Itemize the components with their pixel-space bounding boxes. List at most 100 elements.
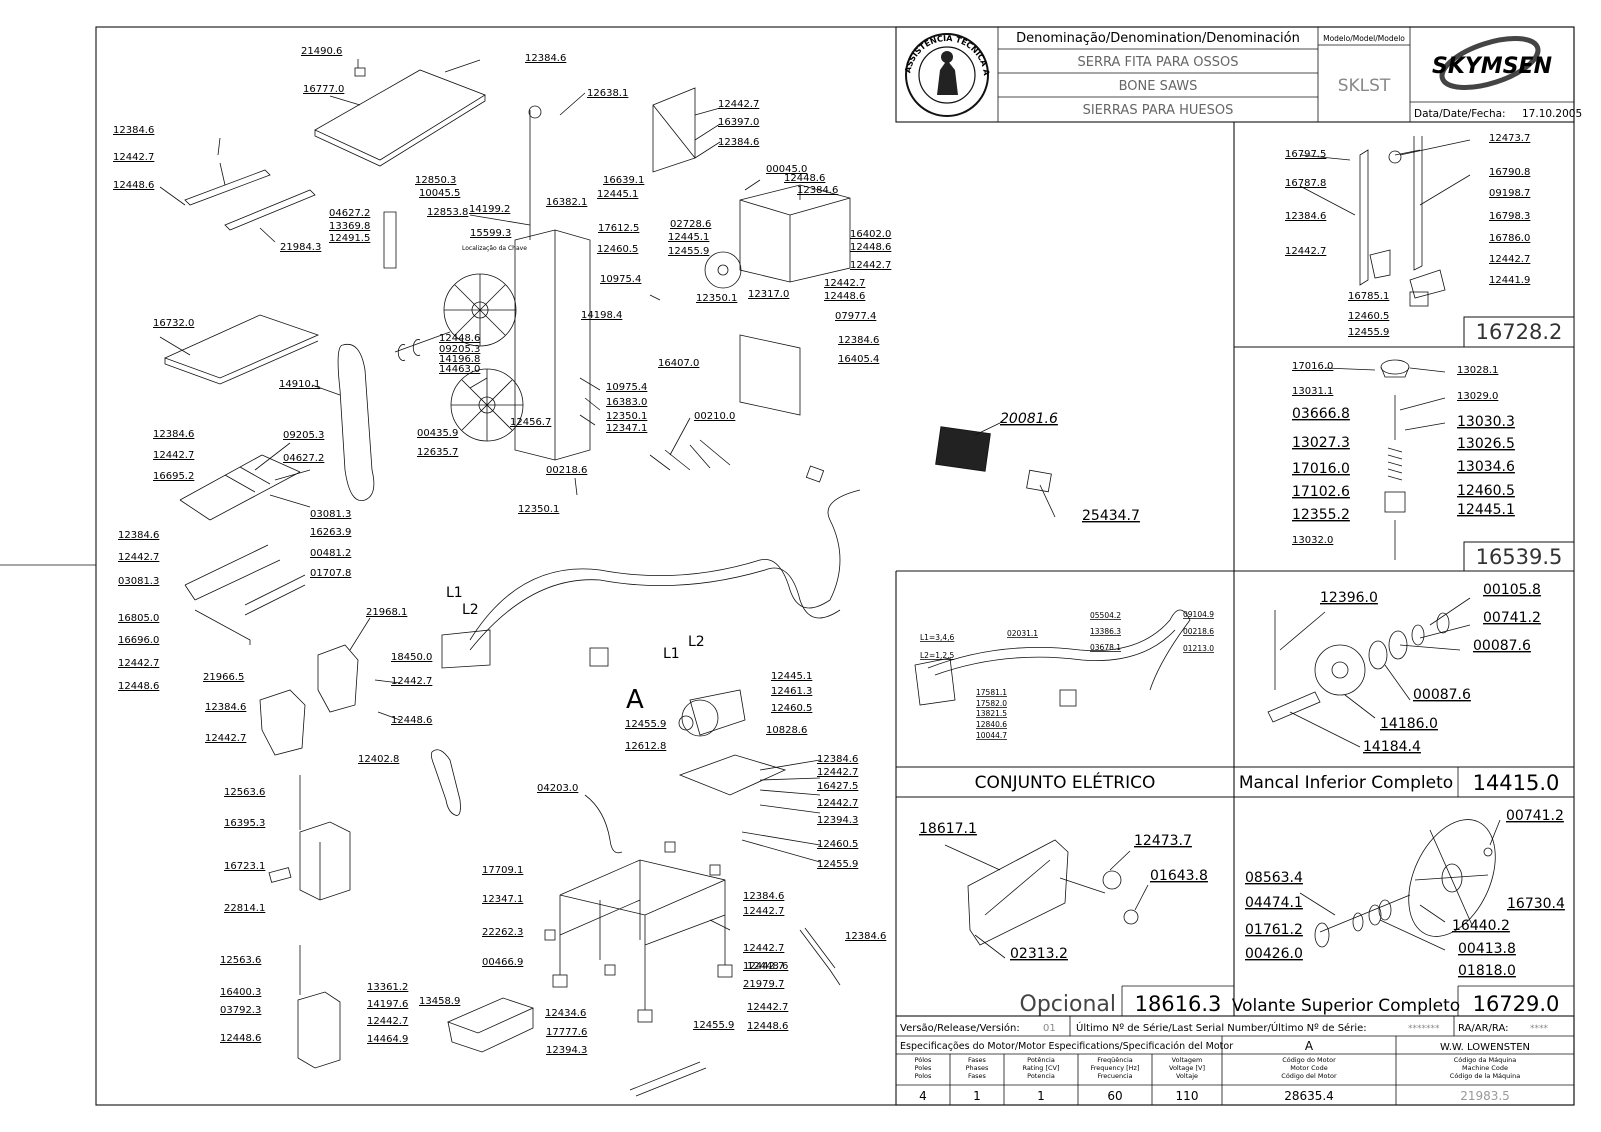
part-callout: 12448.6 bbox=[439, 333, 480, 344]
svg-text:Potencia: Potencia bbox=[1027, 1072, 1055, 1080]
svg-text:Pólos: Pólos bbox=[915, 1056, 932, 1064]
part-callout: 17612.5 bbox=[598, 223, 639, 234]
svg-text:Fases: Fases bbox=[968, 1056, 987, 1064]
part-callout: 12455.9 bbox=[817, 859, 858, 870]
version-label: Versão/Release/Versión: bbox=[900, 1022, 1020, 1034]
svg-text:Polos: Polos bbox=[915, 1072, 932, 1080]
part-callout: 21966.5 bbox=[203, 672, 244, 683]
part-callout: 12473.7 bbox=[1134, 833, 1192, 849]
part-callout: 16730.4 bbox=[1507, 896, 1565, 912]
part-callout: 12445.1 bbox=[668, 232, 709, 243]
part-callout: 05504.2 bbox=[1090, 611, 1121, 620]
part-callout: 22814.1 bbox=[224, 903, 265, 914]
part-callout: L1 bbox=[446, 585, 463, 601]
svg-text:Código de la Máquina: Código de la Máquina bbox=[1450, 1072, 1520, 1080]
code-box-16539-5 bbox=[1463, 541, 1575, 572]
part-callout: 16400.3 bbox=[220, 987, 261, 998]
part-callout: 17777.6 bbox=[546, 1027, 587, 1038]
part-callout: 22262.3 bbox=[482, 927, 523, 938]
part-callout: 12384.6 bbox=[205, 702, 246, 713]
part-callout: L1=3,4,6 bbox=[920, 633, 955, 642]
part-callout: 09198.7 bbox=[1489, 188, 1530, 199]
part-callout: 10044.7 bbox=[976, 731, 1007, 740]
part-callout: 12460.5 bbox=[817, 839, 858, 850]
part-callout: 12384.6 bbox=[845, 931, 886, 942]
part-callout: 16786.0 bbox=[1489, 233, 1530, 244]
svg-text:Fases: Fases bbox=[968, 1072, 987, 1080]
part-callout: 16440.2 bbox=[1452, 918, 1510, 934]
part-callout: 21984.3 bbox=[280, 242, 321, 253]
part-callout: 12442.7 bbox=[743, 943, 784, 954]
part-callout: 12448.6 bbox=[391, 715, 432, 726]
part-callout: 00426.0 bbox=[1245, 946, 1303, 962]
electrical-set-title: CONJUNTO ELÉTRICO bbox=[975, 771, 1156, 793]
part-callout: L1 bbox=[663, 646, 680, 662]
part-callout: 00466.9 bbox=[482, 957, 523, 968]
svg-text:Frecuencia: Frecuencia bbox=[1098, 1072, 1133, 1080]
part-callout: 00741.2 bbox=[1506, 808, 1564, 824]
part-callout: 12350.1 bbox=[518, 504, 559, 515]
part-callout: 16797.5 bbox=[1285, 149, 1326, 160]
part-callout: 13028.1 bbox=[1457, 365, 1498, 376]
part-callout: 12638.1 bbox=[587, 88, 628, 99]
part-callout: 14910.1 bbox=[279, 379, 320, 390]
svg-text:Frequency [Hz]: Frequency [Hz] bbox=[1090, 1064, 1139, 1072]
part-callout: 14464.9 bbox=[367, 1034, 408, 1045]
part-callout: 12355.2 bbox=[1292, 507, 1350, 523]
part-callout: 10975.4 bbox=[606, 382, 647, 393]
svg-text:4: 4 bbox=[919, 1089, 927, 1103]
part-callout: 12442.7 bbox=[817, 767, 858, 778]
part-callout: 03081.3 bbox=[118, 576, 159, 587]
part-callout: 12448.6 bbox=[824, 291, 865, 302]
part-callout: 00087.6 bbox=[1413, 687, 1471, 703]
svg-text:110: 110 bbox=[1176, 1089, 1199, 1103]
denomination-header: Denominação/Denomination/Denominación bbox=[1016, 31, 1300, 46]
authorized-service-seal: ASSISTÊNCIA TÉCNICA AUTORIZADA bbox=[0, 0, 991, 117]
ra-label: RA/AR/RA: bbox=[1458, 1023, 1509, 1034]
part-callout: 12460.5 bbox=[771, 703, 812, 714]
part-callout: 13361.2 bbox=[367, 982, 408, 993]
part-callout: 14199.2 bbox=[469, 204, 510, 215]
upper-flywheel-title: Volante Superior Completo bbox=[1232, 996, 1460, 1016]
part-callout: 12635.7 bbox=[417, 447, 458, 458]
model-header: Modelo/Model/Modelo bbox=[1323, 34, 1405, 43]
part-callout: 12442.7 bbox=[1285, 246, 1326, 257]
part-callout: 12350.1 bbox=[606, 411, 647, 422]
part-callout: 12853.8 bbox=[427, 207, 468, 218]
lower-bearing-title: Mancal Inferior Completo bbox=[1239, 773, 1453, 793]
part-callout: 02031.1 bbox=[1007, 629, 1038, 638]
part-callout: 12448.6 bbox=[747, 1021, 788, 1032]
part-callout: 10975.4 bbox=[600, 274, 641, 285]
part-callout: 12347.1 bbox=[482, 894, 523, 905]
part-callout: 12442.7 bbox=[391, 676, 432, 687]
leader-lines bbox=[159, 59, 1501, 959]
part-callout: 12402.8 bbox=[358, 754, 399, 765]
part-callout: 16723.1 bbox=[224, 861, 265, 872]
part-callout: 21968.1 bbox=[366, 607, 407, 618]
part-callout: 12317.0 bbox=[748, 289, 789, 300]
svg-text:Freqüência: Freqüência bbox=[1097, 1056, 1133, 1064]
svg-text:Código do Motor: Código do Motor bbox=[1282, 1056, 1336, 1064]
part-callout: 12384.6 bbox=[718, 137, 759, 148]
part-callout: 21490.6 bbox=[301, 46, 342, 57]
svg-text:21983.5: 21983.5 bbox=[1460, 1089, 1510, 1103]
part-callout: 12394.3 bbox=[817, 815, 858, 826]
bottom-info-block: Versão/Release/Versión: 01 Último Nº de … bbox=[895, 1015, 1575, 1106]
part-callout: 04203.0 bbox=[537, 783, 578, 794]
part-callout: 03792.3 bbox=[220, 1005, 261, 1016]
part-callout: 00218.6 bbox=[546, 465, 587, 476]
part-callout: 14463.0 bbox=[439, 364, 480, 375]
part-callout: 02728.6 bbox=[670, 219, 711, 230]
part-callout: 04627.2 bbox=[283, 453, 324, 464]
part-callout: 12384.6 bbox=[118, 530, 159, 541]
part-callout: 12442.7 bbox=[118, 658, 159, 669]
svg-text:SKYMSEN: SKYMSEN bbox=[1432, 54, 1552, 79]
upper-flywheel-code: 16729.0 bbox=[1473, 992, 1560, 1016]
version-value: 01 bbox=[1043, 1023, 1056, 1034]
part-callout: 14198.4 bbox=[581, 310, 622, 321]
part-callout: 12384.6 bbox=[797, 185, 838, 196]
part-callout: 18617.1 bbox=[919, 821, 977, 837]
part-callout: 13369.8 bbox=[329, 221, 370, 232]
part-callout: 04474.1 bbox=[1245, 895, 1303, 911]
part-callout: 25434.7 bbox=[1082, 508, 1140, 524]
